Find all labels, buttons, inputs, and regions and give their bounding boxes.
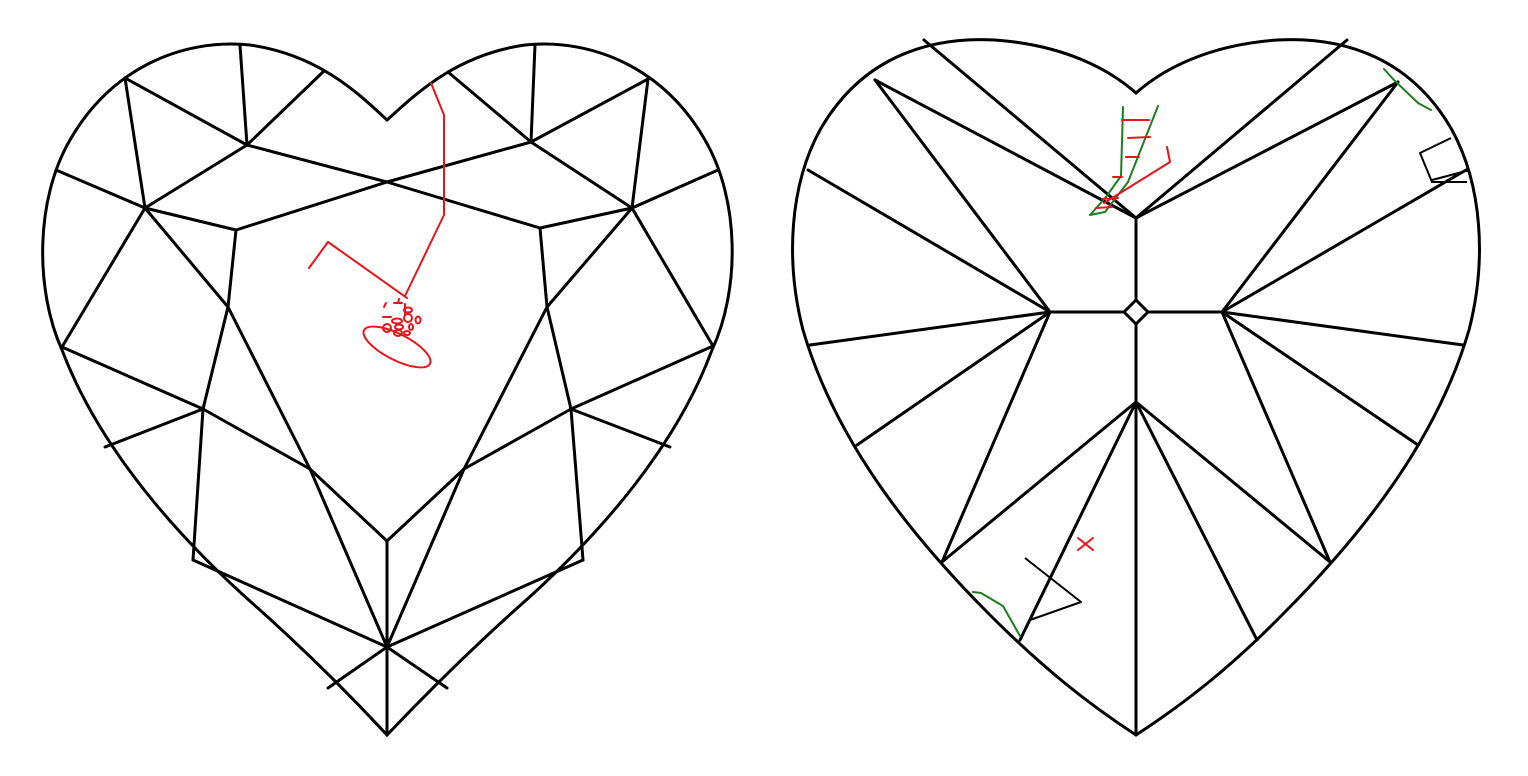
culet — [1122, 298, 1150, 326]
pavilion-feather-ladder — [1095, 119, 1171, 209]
crown-inclusions — [308, 82, 445, 369]
pavilion-facets — [806, 38, 1468, 737]
crown-crystal-cluster — [382, 298, 422, 337]
crown-feather-long — [404, 82, 445, 297]
crown-feather-angled — [308, 241, 408, 299]
crown-view — [41, 42, 734, 738]
crown-facets — [54, 43, 720, 737]
pavilion-natural-lower-left — [972, 591, 1021, 637]
pavilion-inclusions — [972, 68, 1471, 637]
pavilion-pinpoint-x — [1077, 537, 1094, 551]
pavilion-natural-upper-right — [1383, 68, 1432, 111]
pavilion-view — [791, 38, 1481, 737]
crown-cloud-oval — [362, 325, 432, 369]
pavilion-indented-natural — [1024, 557, 1082, 621]
pavilion-chip-right — [1419, 137, 1467, 183]
